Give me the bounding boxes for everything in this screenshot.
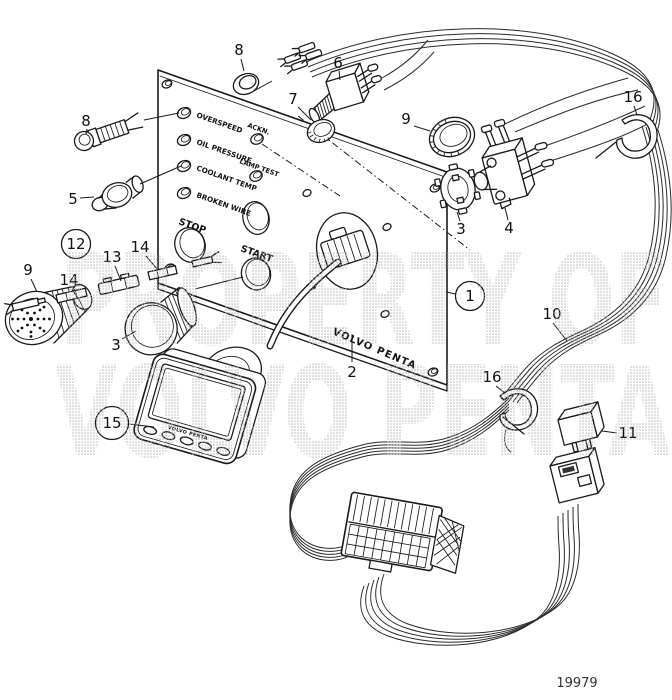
spline-ring [434, 163, 481, 215]
toggle-switch [308, 62, 382, 124]
cable-clip-mid [499, 388, 539, 453]
wire-harness [289, 28, 672, 646]
callout-14-a: 14 [130, 238, 149, 256]
callout-16-top: 16 [623, 88, 642, 106]
axis-dash-line [261, 143, 341, 197]
display-unit: VOLVO PENTA [133, 348, 267, 465]
spade-terminals [277, 41, 323, 75]
callout-15: 15 [102, 414, 121, 432]
buzzer-grille-holes [11, 300, 51, 338]
connector-block [340, 491, 465, 574]
callout-10: 10 [542, 305, 561, 323]
callout-circle-15 [94, 405, 130, 441]
callout-circle-1 [454, 280, 486, 312]
callout-13: 13 [102, 248, 121, 266]
callout-9-right: 9 [401, 110, 411, 128]
callout-11: 11 [618, 424, 637, 442]
callout-8-top: 8 [234, 41, 244, 59]
callout-1: 1 [465, 287, 475, 305]
relay-socket [549, 446, 605, 504]
indicator-holes [176, 106, 192, 200]
relay [557, 401, 605, 453]
indicator-lamp [73, 112, 180, 152]
panel-connector [320, 226, 371, 270]
callout-5: 5 [68, 190, 78, 208]
terminal-housing [97, 272, 140, 295]
button-cap-left [124, 276, 244, 356]
knurled-ring [428, 116, 476, 158]
display-button [161, 431, 176, 441]
watermark-line1: PROPERTY OF [60, 227, 668, 374]
grommet-ring [232, 72, 273, 96]
display-cable [266, 258, 342, 350]
ring-nut [306, 118, 336, 144]
callouts: 1 2 3 3 4 5 6 7 8 8 9 9 10 11 12 13 14 [23, 41, 642, 442]
callout-16-mid: 16 [482, 368, 501, 386]
callout-4: 4 [504, 219, 514, 237]
callout-14-b: 14 [59, 271, 78, 289]
watermark-line2: VOLVO PENTA [55, 339, 670, 486]
figure-part-number: 19979 [556, 676, 597, 691]
callout-8-left: 8 [81, 112, 91, 130]
watermark: PROPERTY OF VOLVO PENTA [55, 227, 670, 486]
callout-2: 2 [347, 363, 357, 381]
push-switch [91, 165, 182, 212]
callout-circle-12 [60, 228, 92, 260]
display-button [197, 441, 212, 451]
callout-3-right: 3 [456, 220, 466, 238]
callout-6: 6 [333, 54, 343, 72]
display-screen [147, 363, 246, 441]
display-button [179, 436, 194, 446]
callout-3-left: 3 [111, 336, 121, 354]
control-panel: OVERSPEED OIL PRESSURE COOLANT TEMP BROK… [157, 69, 471, 392]
callout-9-left: 9 [23, 261, 33, 279]
lamp-test-hole [249, 170, 263, 182]
display-button [216, 446, 231, 456]
switch-block [473, 118, 555, 210]
cable-clip-top [595, 114, 658, 159]
ackn-hole [250, 133, 264, 145]
terminal-kit [4, 251, 222, 315]
callout-7: 7 [288, 90, 298, 108]
callout-12: 12 [66, 235, 85, 253]
